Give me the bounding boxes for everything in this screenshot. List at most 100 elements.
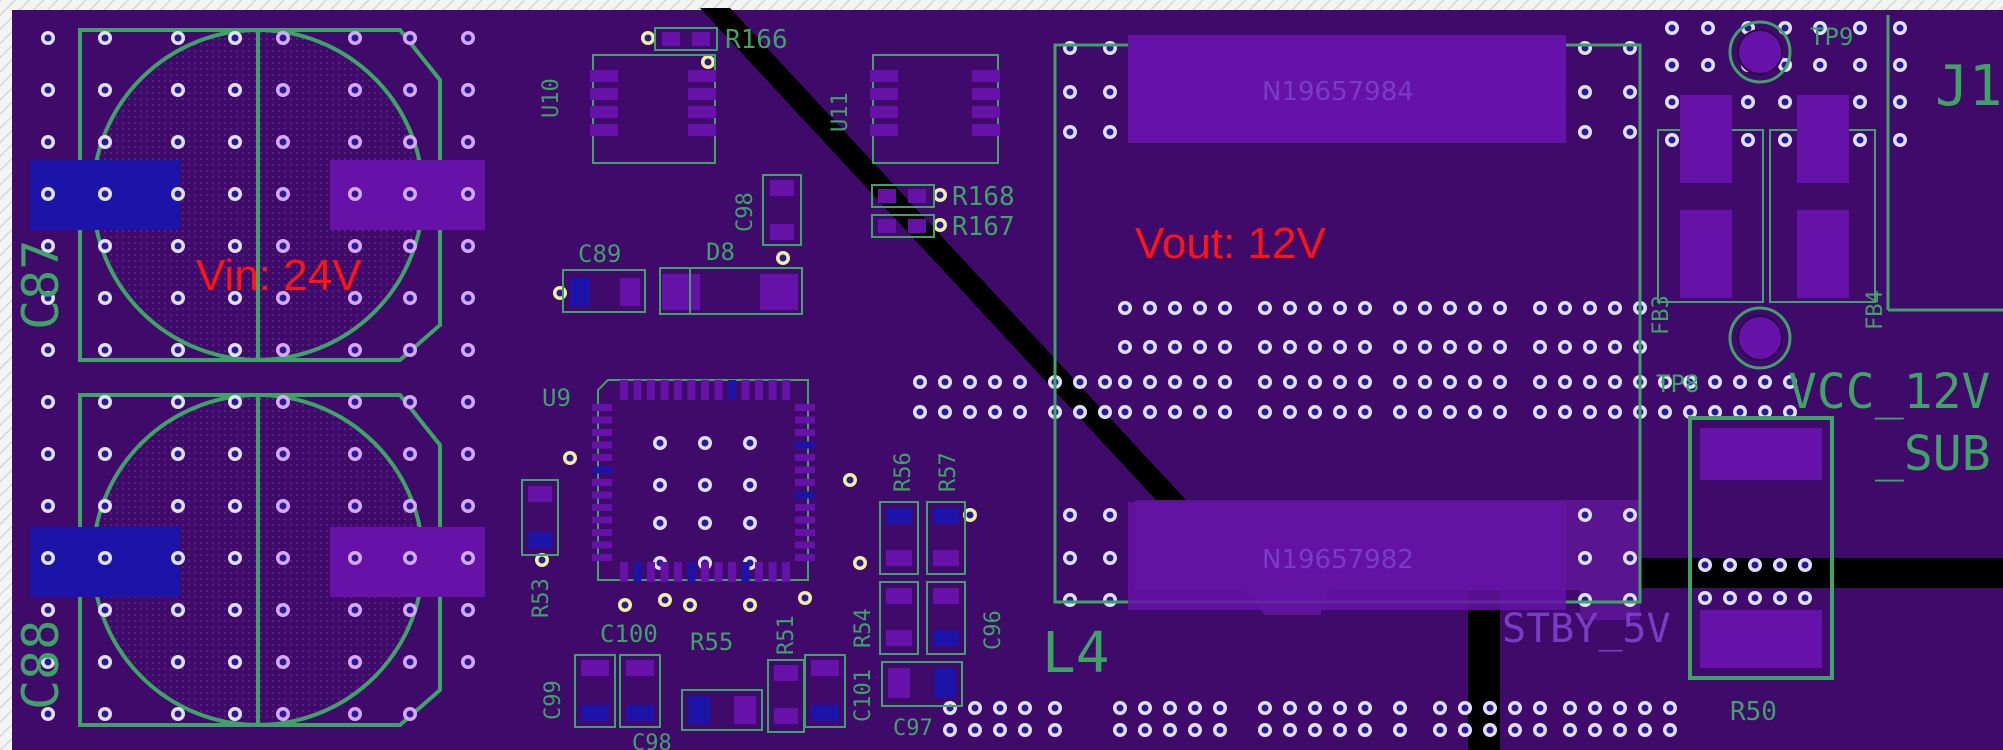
diode-d8[interactable] <box>659 267 803 315</box>
ic-u9[interactable] <box>592 379 815 582</box>
test-point-tp9[interactable] <box>1728 20 1792 84</box>
via-hole <box>856 559 864 567</box>
capacitor-c100[interactable] <box>619 654 661 728</box>
via-hole <box>406 138 414 146</box>
ic-pad <box>647 562 655 582</box>
via-hole <box>1536 726 1544 734</box>
via-hole <box>1751 594 1759 602</box>
via-hole <box>44 606 52 614</box>
via-hole <box>846 476 854 484</box>
silk-r55: R55 <box>690 628 733 656</box>
capacitor-c89[interactable] <box>562 269 646 313</box>
via-hole <box>1171 343 1179 351</box>
via-hole <box>1286 408 1294 416</box>
via-hole <box>538 556 546 564</box>
net-label-bottom: N19657982 <box>1262 545 1414 575</box>
via-hole <box>621 601 629 609</box>
via-hole <box>556 289 564 297</box>
via-hole <box>1626 128 1634 136</box>
resistor-r56[interactable] <box>879 501 919 575</box>
via-hole <box>279 658 287 666</box>
via-hole <box>1446 378 1454 386</box>
test-point-tp8[interactable] <box>1728 306 1792 370</box>
via-hole <box>279 294 287 302</box>
via-hole <box>1486 726 1494 734</box>
via-hole <box>966 511 974 519</box>
via-hole <box>1421 408 1429 416</box>
via-hole <box>1686 408 1694 416</box>
via-hole <box>1661 378 1669 386</box>
inductor-l4[interactable] <box>1053 35 1642 610</box>
ic-pad <box>795 466 815 474</box>
via-hole <box>746 481 754 489</box>
ic-pad <box>795 429 815 436</box>
resistor-r167[interactable] <box>871 214 935 238</box>
silk-vcc-sub: _SUB <box>1875 426 1991 482</box>
via-hole <box>1496 304 1504 312</box>
via-hole <box>1261 726 1269 734</box>
silk-c101: C101 <box>851 669 876 722</box>
silk-c89: C89 <box>578 240 621 268</box>
resistor-r55[interactable] <box>681 689 763 731</box>
via-hole <box>351 554 359 562</box>
via-hole <box>231 242 239 250</box>
via-hole <box>801 594 809 602</box>
via-hole <box>1336 378 1344 386</box>
via-hole <box>1221 304 1229 312</box>
resistor-r168[interactable] <box>871 184 935 208</box>
via-hole <box>1141 704 1149 712</box>
resistor-r54[interactable] <box>879 581 919 655</box>
resistor-r53[interactable] <box>521 479 559 556</box>
ic-pad <box>714 380 723 400</box>
via-hole <box>991 408 999 416</box>
capacitor-c99[interactable] <box>574 654 616 728</box>
capacitor-c98-top[interactable] <box>762 174 802 246</box>
via-hole <box>279 606 287 614</box>
capacitor-c101[interactable] <box>804 654 846 728</box>
via-hole <box>1051 726 1059 734</box>
via-hole <box>1141 726 1149 734</box>
via-hole <box>279 710 287 718</box>
ferrite-bead-fb3[interactable] <box>1657 95 1764 303</box>
via-hole <box>966 378 974 386</box>
via-hole <box>174 294 182 302</box>
resistor-r57[interactable] <box>926 501 966 575</box>
ferrite-bead-fb4[interactable] <box>1769 95 1876 303</box>
via-hole <box>746 601 754 609</box>
via-hole <box>464 450 472 458</box>
via-hole <box>1781 98 1789 106</box>
via-hole <box>1261 304 1269 312</box>
via-hole <box>701 519 709 527</box>
via-hole <box>101 294 109 302</box>
via-hole <box>1261 408 1269 416</box>
ic-u10[interactable] <box>590 54 716 164</box>
via-hole <box>44 294 52 302</box>
via-hole <box>351 450 359 458</box>
via-hole <box>174 502 182 510</box>
via-hole <box>1896 98 1904 106</box>
via-hole <box>1286 378 1294 386</box>
via-hole <box>1311 726 1319 734</box>
ic-pad <box>620 380 628 400</box>
ic-u11[interactable] <box>870 54 1000 164</box>
ic-pad <box>701 562 709 582</box>
ic-pad <box>782 380 790 400</box>
capacitor-c96[interactable] <box>926 581 966 655</box>
resistor-r166[interactable] <box>654 27 718 51</box>
via-hole <box>1786 408 1794 416</box>
connector-j1[interactable] <box>1886 15 2003 312</box>
via-hole <box>231 606 239 614</box>
via-hole <box>656 519 664 527</box>
via-hole <box>1311 378 1319 386</box>
resistor-r50[interactable] <box>1688 416 1834 680</box>
via-hole <box>1496 408 1504 416</box>
via-hole <box>779 254 787 262</box>
silk-tp8: TP8 <box>1656 370 1699 398</box>
via-hole <box>464 606 472 614</box>
capacitor-c97[interactable] <box>881 661 963 707</box>
via-hole <box>406 242 414 250</box>
ic-pad <box>768 380 777 400</box>
via-hole <box>1726 594 1734 602</box>
via-hole <box>174 346 182 354</box>
via-hole <box>351 138 359 146</box>
